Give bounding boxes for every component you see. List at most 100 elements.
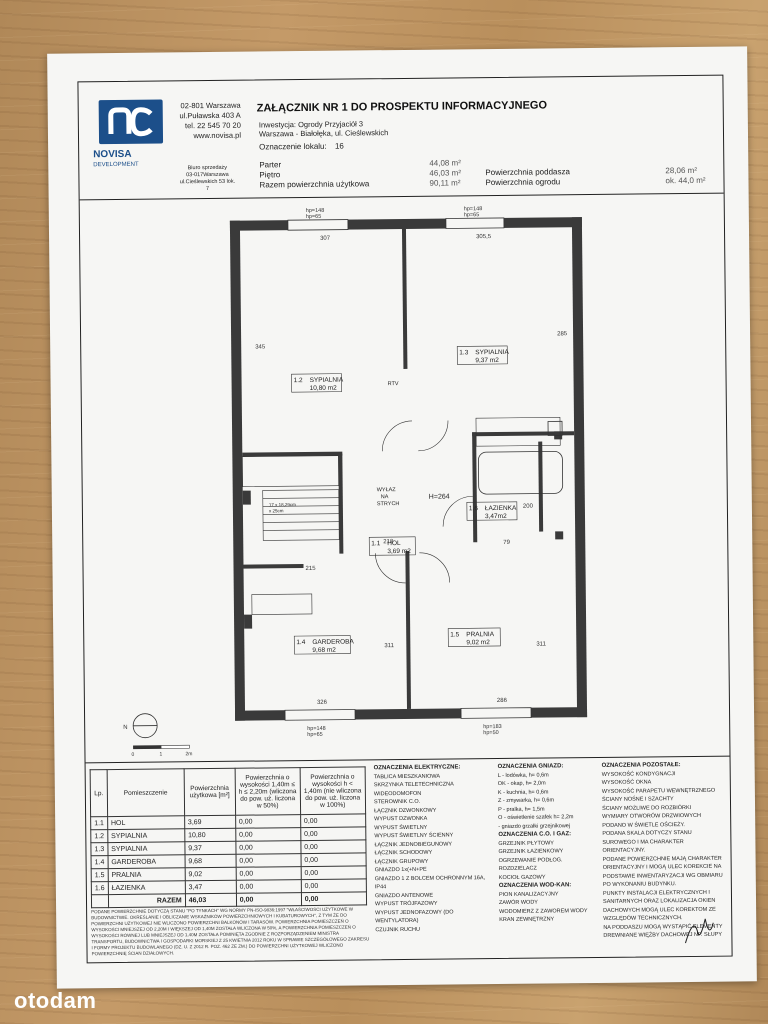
legend-electrical: OZNACZENIA ELEKTRYCZNE: TABLICA MIESZKAN… — [374, 763, 494, 934]
room-number: 1.2 — [294, 377, 303, 384]
legend-item: WYPUST JEDNOFAZOWY (DO WENTYLATORA) — [375, 908, 454, 925]
office-line: 7 — [205, 186, 210, 193]
room-name: HOL — [387, 540, 401, 547]
table-cell — [91, 894, 109, 908]
table-cell: 0,00 — [235, 853, 301, 868]
legend-item: KRAN ZEWNĘTRZNY — [499, 916, 555, 924]
table-cell: 0,00 — [301, 878, 367, 893]
radiator-hatching — [242, 417, 561, 615]
legend-title: OZNACZENIA C.O. I GAZ: — [498, 831, 572, 839]
legend-title: OZNACZENIA WOD-KAN: — [498, 882, 572, 890]
table-cell: ŁAZIENKA — [108, 880, 186, 895]
legend-item: WYMIARY OTWORÓW DRZWIOWYCH PODANO W ŚWIE… — [602, 812, 701, 829]
legend-item: KOCIOŁ GAZOWY — [498, 874, 546, 881]
legend-title: OZNACZENIA POZOSTAŁE: — [601, 762, 681, 769]
plan-label: WYŁAZ — [377, 487, 397, 493]
rooms-table: Lp. Pomieszczenie Powierzchnia użytkowa … — [90, 766, 367, 908]
window-label: hp=65 — [307, 732, 323, 738]
door-arcs — [375, 420, 473, 584]
poddasze-value: 28,06 m² — [665, 165, 698, 176]
windows — [284, 217, 532, 721]
table-cell: 0,00 — [236, 879, 302, 894]
room-area: 3,69 m2 — [387, 548, 411, 555]
table-cell: 1.4 — [91, 855, 108, 869]
table-cell: 0,00 — [300, 852, 366, 867]
table-cell: 1.1 — [90, 816, 108, 830]
dimension-label: 79 — [503, 540, 510, 546]
room-label-box — [368, 536, 416, 556]
room-label-box — [291, 373, 342, 393]
room-name: SYPIALNIA — [310, 377, 344, 384]
table-cell: RAZEM — [108, 893, 186, 908]
plan-label: NA — [381, 494, 389, 500]
dimension-label: 285 — [557, 331, 568, 337]
otodom-watermark: otodam — [14, 988, 97, 1013]
table-cell: PRALNIA — [107, 867, 186, 882]
table-cell: 3,47 — [185, 880, 237, 894]
table-cell: HOL — [107, 815, 185, 830]
room-number: 1.4 — [296, 639, 305, 646]
company-address: 02-801 Warszawa ul.Puławska 403 A tel. 2… — [171, 101, 241, 142]
table-cell: 1.5 — [91, 868, 109, 882]
table-cell: 0,00 — [301, 891, 367, 906]
parter-value: 44,08 m² — [429, 158, 461, 168]
table-header: Lp. — [90, 769, 108, 817]
scale-label: 2m — [185, 751, 192, 757]
plan-label: STRYCH — [377, 501, 400, 507]
table-header: Powierzchnia o wysokości 1,40m ≤ h ≤ 2,2… — [234, 767, 301, 816]
lokal-value: 16 — [334, 141, 344, 151]
table-cell: 9,02 — [184, 867, 237, 881]
plan-label: 17 x 18,29cm — [269, 502, 296, 507]
bathtub — [478, 451, 564, 495]
room-name: ŁAZIENKA — [485, 505, 517, 512]
window-label: hp=65 — [464, 212, 480, 218]
address-line: www.novisa.pl — [193, 130, 242, 141]
room-number: 1.1 — [371, 540, 380, 547]
pietro-value: 46,03 m² — [429, 168, 462, 178]
razem-value: 90,11 m² — [429, 178, 461, 188]
ogrod-label: Powierzchnia ogrodu — [485, 177, 561, 188]
document-frame: NOVISA DEVELOPMENT 02-801 Warszawa ul.Pu… — [77, 74, 733, 964]
dimension-label: 326 — [317, 700, 328, 706]
legend-section: Lp. Pomieszczenie Powierzchnia użytkowa … — [85, 755, 732, 964]
table-cell: 0,00 — [235, 866, 302, 881]
company-name: NOVISA — [93, 148, 132, 161]
room-name: GARDEROBA — [312, 639, 354, 646]
legend-item: - gniazdo grzałki grzejnikowej — [498, 822, 571, 830]
table-header: Pomieszczenie — [106, 768, 185, 817]
pietro-label: Piętro — [259, 170, 281, 180]
legend-item: PODANA SKALA DOTYCZY STANU SUROWEGO I MA… — [602, 829, 692, 854]
sales-office: Biuro sprzedaży 03-017Warszawa ul.Cieśle… — [167, 165, 247, 194]
table-cell: 3,69 — [184, 815, 236, 829]
room-area: 3,47m2 — [485, 513, 507, 520]
scale-label: 0 — [131, 752, 134, 758]
table-cell: 0,00 — [300, 865, 367, 880]
north-label: N — [123, 725, 127, 731]
room-label-box — [456, 345, 508, 365]
dimension-label: 218 — [383, 539, 394, 545]
plan-label: x 25cm — [269, 508, 284, 513]
room-label-box — [293, 635, 351, 655]
table-cell: 1.6 — [91, 881, 109, 895]
room-number: 1.3 — [459, 349, 468, 356]
table-cell: 0,00 — [300, 813, 366, 828]
table-header: Powierzchnia użytkowa [m²] — [183, 768, 236, 816]
window-label: hp=50 — [483, 730, 499, 736]
table-cell: 0,00 — [300, 839, 366, 854]
signature-icon — [684, 918, 714, 944]
boiler — [547, 420, 563, 436]
window-label: hp=65 — [306, 214, 322, 220]
table-cell: 0,00 — [300, 826, 366, 841]
table-cell: 0,00 — [235, 840, 301, 855]
plan-label: H=264 — [429, 493, 450, 500]
scale-bar: N 0 1 2m — [123, 713, 192, 758]
plan-label: RTV — [388, 381, 399, 387]
dimension-label: 200 — [523, 504, 534, 510]
parter-label: Parter — [259, 160, 282, 170]
table-cell: 9,37 — [184, 841, 236, 855]
room-number: 1.6 — [469, 505, 478, 512]
room-area: 10,80 m2 — [310, 385, 338, 392]
lokal-label: Oznaczenie lokalu: — [259, 141, 327, 152]
table-cell: 1.2 — [90, 829, 108, 843]
